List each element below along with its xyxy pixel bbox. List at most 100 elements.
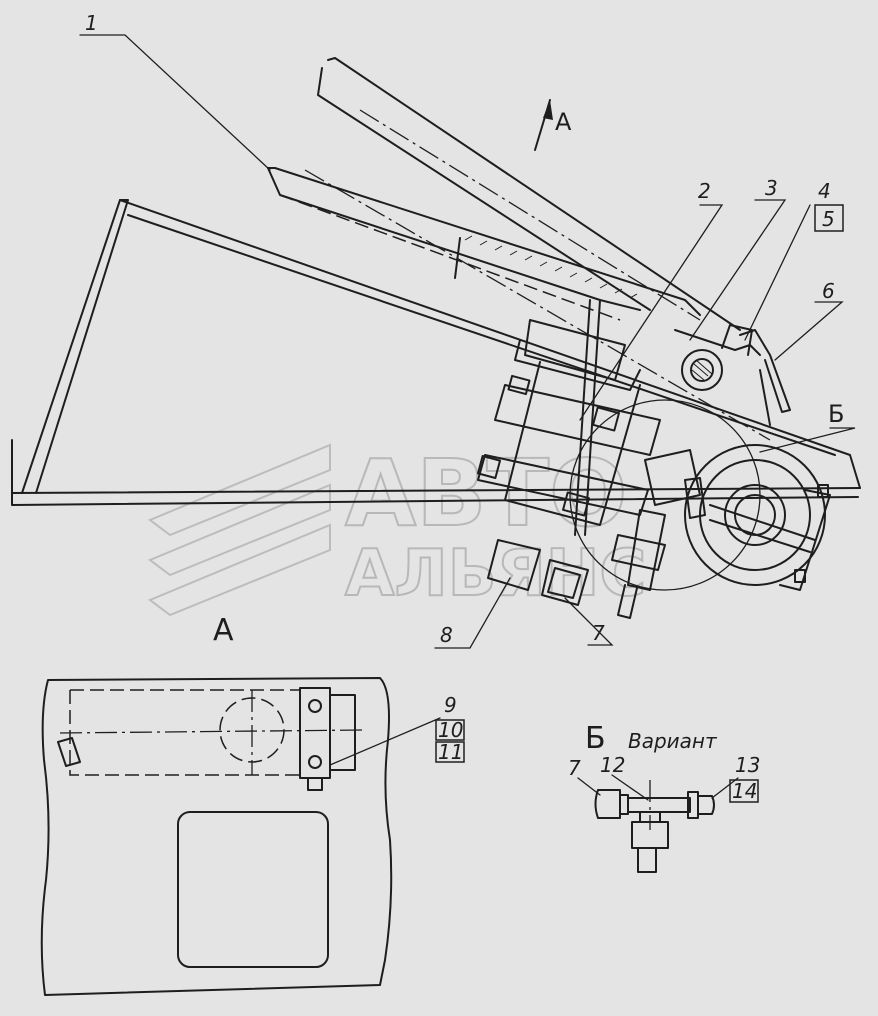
label-7: 7: [592, 621, 605, 645]
floor-line-inner: [11, 487, 861, 494]
leader-7: [564, 597, 614, 646]
view-a-bolt-2: [308, 755, 322, 769]
view-a-bolt-tail: [307, 777, 323, 791]
pedal-hatching: [464, 235, 638, 299]
view-a-title: A: [213, 613, 234, 648]
sloped-plate-inner: [127, 214, 836, 456]
leader-1: [79, 34, 271, 171]
pedal-plate: [267, 167, 641, 311]
label-8: 8: [440, 623, 453, 647]
side-fitting: [644, 449, 701, 506]
roller-mid: [699, 459, 811, 571]
leader-6: [774, 301, 844, 361]
view-b: Б Вариант 7 12 13 14: [568, 721, 760, 873]
leader-9: [329, 717, 441, 766]
axis-centerline: [304, 169, 771, 441]
hinge-hatch: [691, 359, 713, 381]
view-a-bracket-2: [329, 694, 356, 771]
lower-fitting-1-tip: [617, 584, 638, 619]
valve-mid-flange: [494, 384, 661, 456]
valve-body: [504, 361, 641, 526]
elbow-fitting: [487, 539, 541, 591]
leader-b: [759, 427, 856, 453]
view-b-title: Б: [585, 721, 606, 756]
watermark-logo-icon: [148, 443, 331, 617]
label-12: 12: [600, 753, 625, 777]
label-11: 11: [438, 740, 463, 764]
label-10: 10: [438, 718, 463, 742]
raised-pedal-outline: [327, 57, 741, 331]
view-b-stem-tip: [637, 847, 657, 873]
valve-cap: [524, 319, 626, 381]
plug-7: [541, 559, 589, 606]
leader-2: [579, 204, 724, 421]
label-2: 2: [698, 179, 711, 203]
view-b-nut: [687, 791, 699, 819]
view-a-cutout: [177, 811, 329, 968]
label-9: 9: [444, 693, 457, 717]
roller-bracket-nut-1: [817, 484, 829, 498]
leader-8: [434, 577, 511, 649]
label-5-box: [814, 204, 844, 232]
roller-bracket-nut-2: [794, 569, 806, 583]
label-10-box: [435, 719, 465, 741]
leader-3: [689, 199, 787, 341]
pedal-hidden-line: [279, 194, 621, 321]
view-a-arrow-label: A: [555, 108, 572, 136]
label-11-box: [435, 741, 465, 763]
pedal-plate-top: [267, 167, 701, 316]
support-bracket: [759, 369, 771, 426]
label-3: 3: [765, 176, 778, 200]
view-b-fitting: [697, 795, 715, 815]
view-a-pedal-hidden: [69, 689, 300, 776]
label-13: 13: [735, 753, 760, 777]
view-b-arrow-label: Б: [828, 400, 844, 428]
roller-outer: [684, 444, 826, 586]
label-5: 5: [822, 207, 835, 231]
view-a-arrowhead-icon: [543, 100, 553, 120]
view-a-bolt-1: [308, 699, 322, 713]
floor-line: [11, 439, 859, 506]
label-6: 6: [822, 279, 835, 303]
side-frame: [21, 199, 129, 494]
sloped-plate: [119, 199, 861, 489]
valve-rod-2: [584, 299, 601, 536]
label-14: 14: [732, 779, 757, 803]
view-b-variant: Вариант: [628, 729, 718, 753]
nut-1: [507, 374, 531, 396]
raised-pedal-centerline: [359, 109, 701, 321]
label-14-box: [729, 779, 759, 803]
roller-axle: [709, 504, 816, 541]
label-4: 4: [818, 179, 831, 203]
hinge-pin: [681, 349, 723, 391]
nut-2: [476, 454, 502, 480]
view-a-bracket: [299, 687, 331, 779]
view-b-stem-nut: [631, 821, 669, 849]
valve-rod: [574, 299, 591, 536]
view-b-tee-body: [627, 797, 691, 813]
bolt-head: [721, 324, 753, 356]
view-a-panel: [40, 677, 393, 996]
main-view: A 1 2 3 4 5 6 Б 8 7: [11, 11, 861, 649]
plug-7-inner: [547, 567, 581, 599]
lower-fitting-1-nut: [611, 534, 666, 571]
raised-pedal-outline-2: [317, 67, 651, 311]
view-b-plug-nut: [619, 794, 629, 815]
bracket: [674, 329, 761, 356]
view-a-stop: [57, 737, 81, 767]
view-a-centerline: [59, 729, 366, 734]
hinge-pin-inner: [690, 358, 714, 382]
leader-4: [744, 204, 811, 341]
label-1: 1: [85, 11, 98, 35]
view-b-plug: [594, 789, 621, 819]
watermark: АВТО АЛЬЯНС: [148, 439, 647, 617]
valve-flange: [514, 339, 641, 391]
roller-axle-2: [709, 519, 811, 553]
nut-3: [592, 406, 620, 432]
roller-inner: [724, 484, 786, 546]
view-b-label-7: 7: [568, 756, 581, 780]
leader-13: [711, 777, 739, 799]
view-a: A 9 10 11: [40, 613, 465, 996]
